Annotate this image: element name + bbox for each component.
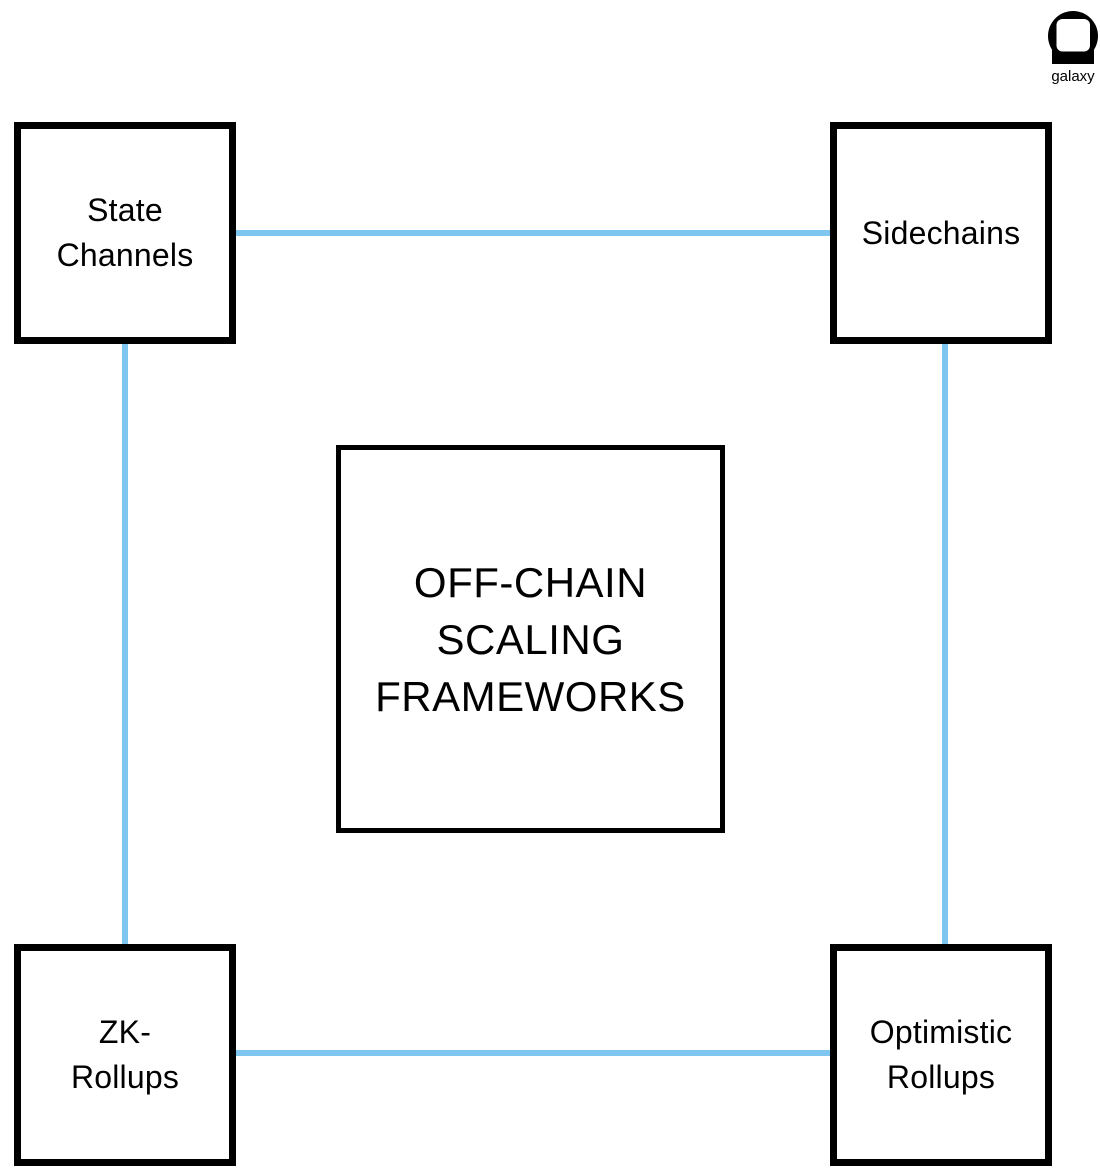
node-state-channels: State Channels: [14, 122, 236, 344]
node-zk-rollups-label: ZK- Rollups: [71, 1010, 179, 1100]
center-title-line: OFF-CHAIN: [413, 558, 648, 606]
node-zk-rollups: ZK- Rollups: [14, 944, 236, 1166]
node-label-line: State: [87, 192, 163, 228]
galaxy-logo-icon: [1048, 11, 1098, 64]
center-title-line: FRAMEWORKS: [375, 672, 686, 720]
node-label-line: Rollups: [70, 1059, 180, 1095]
node-optimistic-rollups: Optimistic Rollups: [830, 944, 1052, 1166]
center-title: OFF-CHAIN SCALING FRAMEWORKS: [375, 554, 686, 725]
galaxy-logo-text: galaxy: [1051, 68, 1095, 85]
node-label-line: ZK-: [98, 1014, 152, 1050]
node-label-line: Rollups: [886, 1059, 996, 1095]
connector-zk-rollups-optimistic-rollups: [236, 1050, 830, 1056]
galaxy-logo: galaxy: [1047, 10, 1099, 86]
connector-sidechains-optimistic-rollups: [942, 344, 948, 944]
node-label-line: Sidechains: [861, 214, 1021, 251]
node-sidechains-label: Sidechains: [862, 211, 1021, 256]
connector-state-channels-sidechains: [236, 230, 830, 236]
node-state-channels-label: State Channels: [57, 188, 194, 278]
node-optimistic-rollups-label: Optimistic Rollups: [870, 1010, 1012, 1100]
center-title-line: SCALING: [436, 615, 625, 663]
node-sidechains: Sidechains: [830, 122, 1052, 344]
connector-state-channels-zk-rollups: [122, 344, 128, 944]
node-off-chain-scaling-frameworks: OFF-CHAIN SCALING FRAMEWORKS: [336, 445, 725, 833]
node-label-line: Channels: [56, 237, 194, 273]
node-label-line: Optimistic: [869, 1014, 1013, 1050]
